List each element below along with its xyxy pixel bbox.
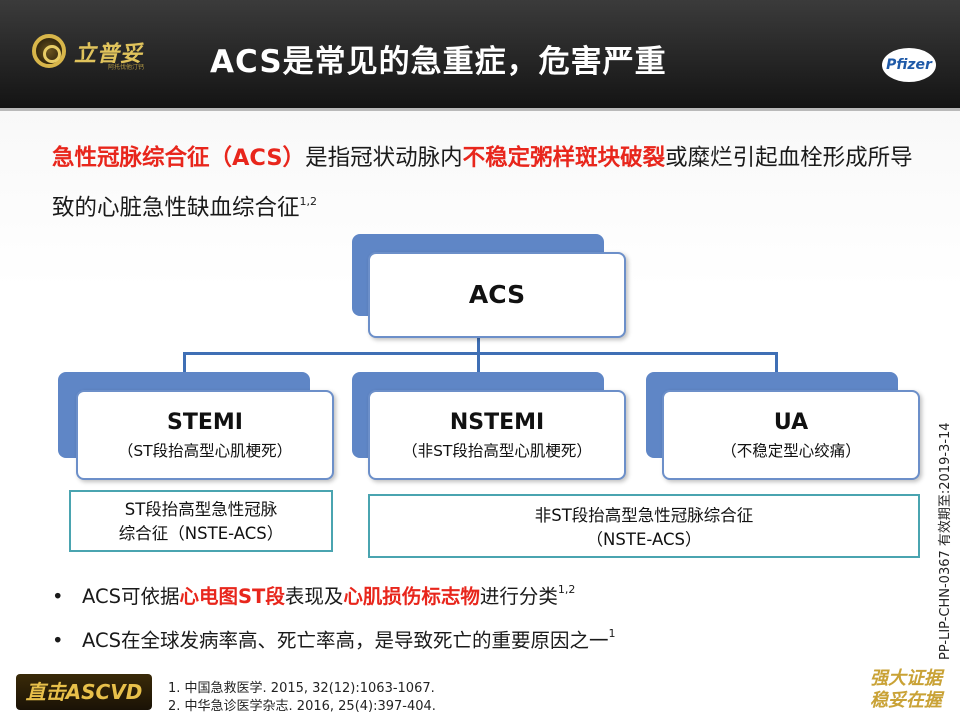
st-group-line-1: ST段抬高型急性冠脉	[124, 500, 278, 519]
intro-citation: 1,2	[299, 195, 318, 208]
connector-horizontal	[183, 352, 778, 355]
nstemi-title: NSTEMI	[449, 410, 545, 435]
ua-box: UA （不稳定型心绞痛）	[662, 390, 920, 480]
connector-root-down	[477, 336, 480, 354]
nste-group-line-1: 非ST段抬高型急性冠脉综合征	[534, 506, 754, 525]
bullet-1-text-c: 进行分类	[479, 585, 558, 608]
biomarker-highlight: 心肌损伤标志物	[343, 585, 480, 608]
bullet-1-text-a: ACS可依据	[82, 585, 180, 608]
bullet-burden: • ACS在全球发病率高、死亡率高，是导致死亡的重要原因之一1	[52, 624, 616, 653]
nstemi-subtitle: （非ST段抬高型心肌梗死）	[402, 442, 592, 460]
pfizer-logo: Pfizer	[882, 48, 936, 82]
bullet-dot: •	[52, 585, 64, 608]
st-elevation-group-box: ST段抬高型急性冠脉 综合征（NSTE-ACS）	[69, 490, 333, 552]
connector-middle	[477, 352, 480, 372]
brand-name: 立普妥	[74, 42, 144, 67]
st-group-line-2: 综合征（NSTE-ACS）	[118, 524, 284, 543]
ascvd-campaign-logo: 直击ASCVD	[16, 674, 152, 710]
slogan: 强大证据 稳妥在握	[812, 668, 942, 712]
bullet-2-text: ACS在全球发病率高、死亡率高，是导致死亡的重要原因之一	[82, 629, 609, 652]
acs-box-label: ACS	[468, 280, 526, 309]
reference-item: 1. 中国急救医学. 2015, 32(12):1063-1067.	[168, 681, 435, 696]
ua-subtitle: （不稳定型心绞痛）	[721, 442, 861, 460]
reference-item: 2. 中华急诊医学杂志. 2016, 25(4):397-404.	[168, 699, 436, 714]
document-code: PP-LIP-CHN-0367 有效期至:2019-3-14	[938, 422, 953, 660]
header-bar: 立普妥 阿托伐他汀钙 ACS是常见的急重症，危害严重 Pfizer	[0, 0, 960, 111]
bullet-classification: • ACS可依据心电图ST段表现及心肌损伤标志物进行分类1,2	[52, 580, 575, 609]
acs-term: 急性冠脉综合征（ACS）	[52, 145, 306, 171]
stemi-title: STEMI	[167, 410, 243, 435]
bullet-1-citation: 1,2	[557, 583, 576, 596]
bullet-2-citation: 1	[608, 627, 616, 640]
nste-group-line-2: （NSTE-ACS）	[586, 530, 702, 549]
non-st-elevation-group-box: 非ST段抬高型急性冠脉综合征 （NSTE-ACS）	[368, 494, 920, 558]
connector-right	[775, 352, 778, 372]
ua-title: UA	[773, 410, 809, 435]
connector-left	[183, 352, 186, 372]
ecg-st-highlight: 心电图ST段	[179, 585, 285, 608]
plaque-highlight: 不稳定粥样斑块破裂	[462, 145, 666, 171]
bullet-1-text-b: 表现及	[284, 585, 344, 608]
stemi-box: STEMI （ST段抬高型心肌梗死）	[76, 390, 334, 480]
bullet-dot: •	[52, 629, 64, 652]
stemi-subtitle: （ST段抬高型心肌梗死）	[117, 442, 293, 460]
nstemi-box: NSTEMI （非ST段抬高型心肌梗死）	[368, 390, 626, 480]
intro-paragraph: 急性冠脉综合征（ACS）是指冠状动脉内不稳定粥样斑块破裂或糜烂引起血栓形成所导致…	[52, 136, 932, 230]
intro-text-2: 或糜烂引起血栓形成所导致的心脏急性缺血综合征	[52, 145, 913, 221]
slide-title: ACS是常见的急重症，危害严重	[210, 44, 667, 80]
acs-box: ACS	[368, 252, 626, 338]
references: 1. 中国急救医学. 2015, 32(12):1063-1067. 2. 中华…	[168, 680, 436, 716]
slogan-line-2: 稳妥在握	[870, 690, 942, 711]
brand-logo-icon	[32, 34, 66, 68]
brand-subtitle: 阿托伐他汀钙	[108, 64, 145, 71]
intro-text-1: 是指冠状动脉内	[305, 145, 463, 171]
slogan-line-1: 强大证据	[870, 668, 942, 689]
